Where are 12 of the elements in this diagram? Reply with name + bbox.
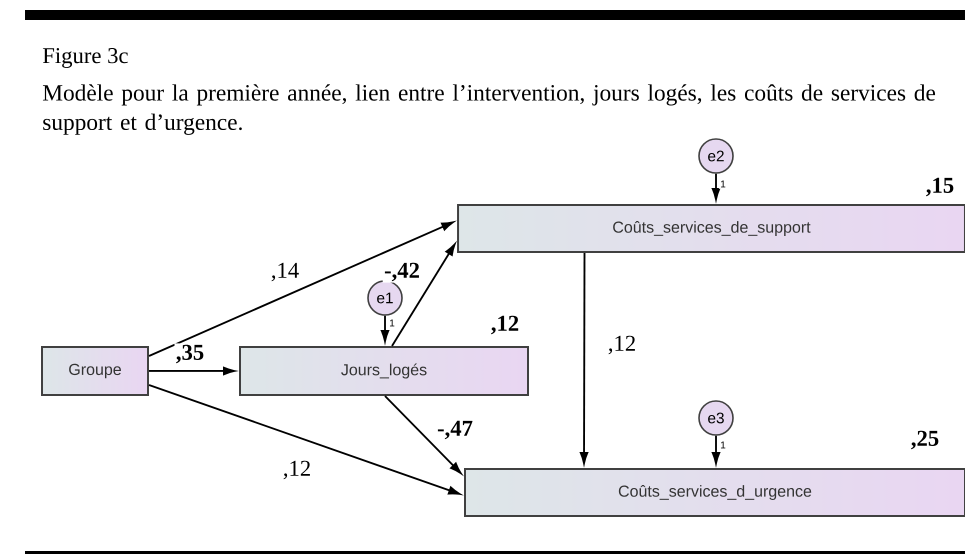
caption: Modèle pour la première année, lien entre l’intervention, jours logés, les coûts de services de support et d’urgence. — [42, 84, 936, 135]
r-squared-value: ,15 — [926, 178, 954, 196]
coefficient-label: ,12 — [606, 334, 638, 356]
figure-title: Figure 3c — [42, 48, 128, 68]
variable-box: Groupe — [41, 346, 149, 396]
variable-box: Coûts_services_de_support — [457, 204, 965, 253]
variable-box: Coûts_services_d_urgence — [464, 468, 965, 517]
r-squared-value: ,25 — [911, 430, 938, 450]
weight-label: 1 — [718, 440, 728, 450]
r-squared-value: ,12 — [491, 316, 518, 334]
weight-label: 1 — [718, 179, 728, 189]
variable-box: Jours_logés — [239, 346, 529, 396]
